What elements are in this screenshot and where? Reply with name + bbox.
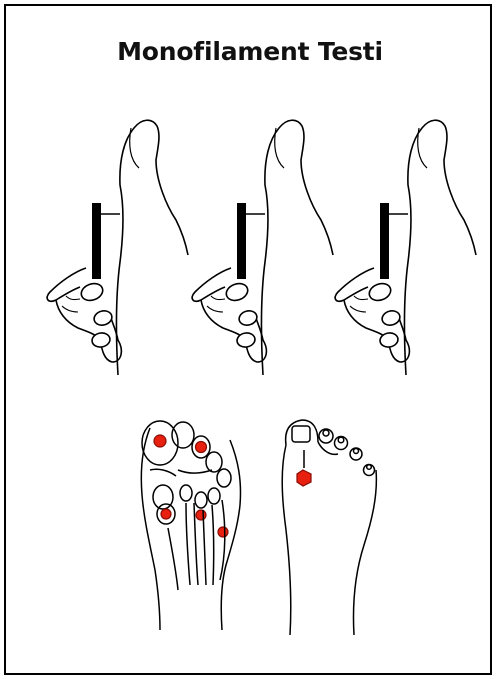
sole-of-foot bbox=[141, 421, 240, 630]
application-step-3 bbox=[335, 120, 476, 375]
application-step-2 bbox=[192, 120, 333, 375]
top-of-foot bbox=[282, 420, 376, 635]
application-step-1 bbox=[47, 120, 188, 375]
